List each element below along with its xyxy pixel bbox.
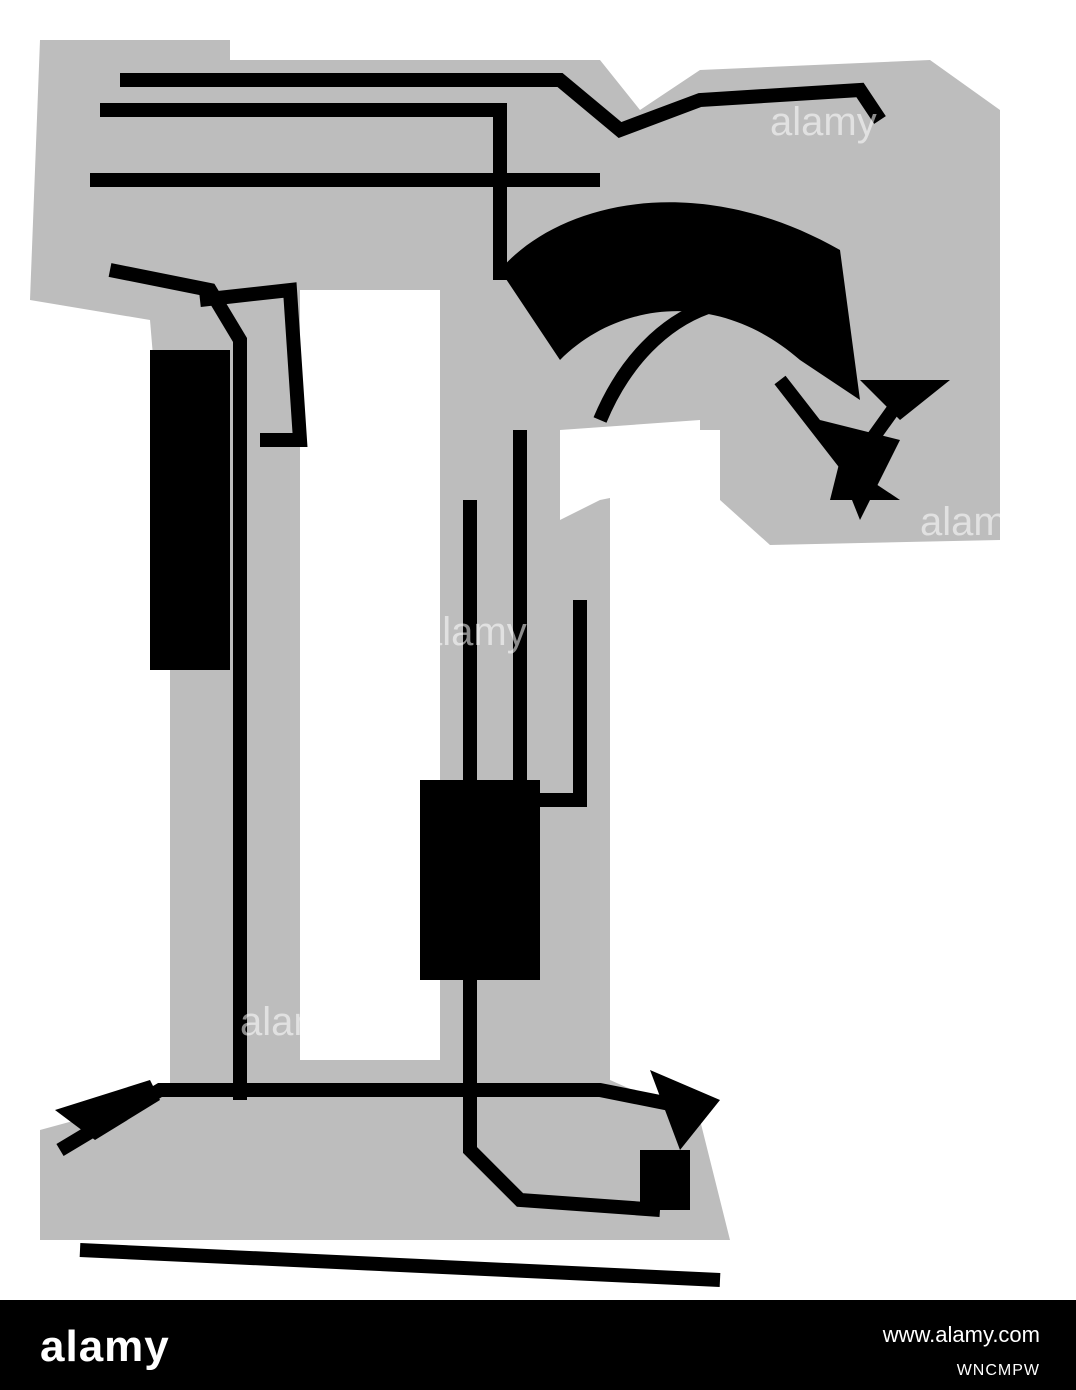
letter-r-illustration xyxy=(30,40,1000,1287)
image-id-label: WNCMPW xyxy=(956,1362,1040,1379)
stock-footer-bar: alamy www.alamy.com WNCMPW xyxy=(0,1300,1076,1390)
alamy-logo: alamy xyxy=(40,1322,170,1371)
letter-interior xyxy=(300,290,700,1060)
grunge-letter-artwork: alamy alamy alamy alamy alamy xyxy=(30,40,1000,1287)
footer-url: www.alamy.com xyxy=(882,1322,1040,1347)
black-fill-strokes xyxy=(55,202,950,1210)
